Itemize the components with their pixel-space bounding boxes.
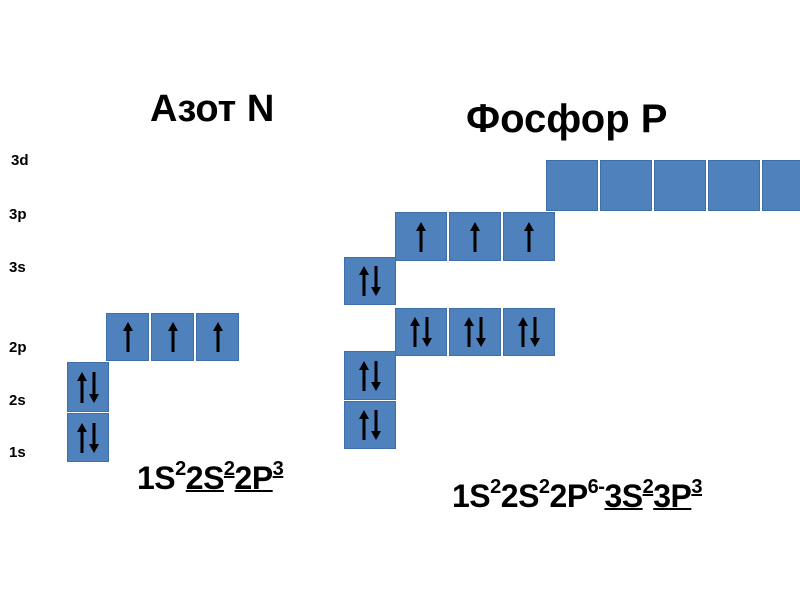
orbital-box-phosphorus-3d-2 [600, 160, 652, 211]
arrow-up-icon [464, 317, 474, 347]
arrow-up-icon [470, 221, 480, 252]
arrow-down-icon [476, 317, 486, 347]
formula-term-nitrogen-2: 2S2 [185, 458, 235, 496]
arrow-down-icon [371, 266, 381, 296]
orbital-box-nitrogen-2p-3 [196, 313, 239, 361]
formula-phosphorus: 1S22S22P6-3S23P3 [452, 476, 702, 515]
formula-orbital: 3S [604, 478, 643, 514]
orbital-box-phosphorus-3s-1 [344, 257, 396, 305]
arrow-up-icon [410, 317, 420, 347]
arrow-down-icon [89, 371, 99, 403]
formula-term-phosphorus-5: 3P3 [653, 476, 702, 514]
formula-electron-count: 3 [272, 458, 284, 480]
arrow-down-icon [89, 422, 99, 453]
formula-orbital: 3P [653, 478, 692, 514]
orbital-box-phosphorus-3p-2 [449, 212, 501, 261]
level-label-3p: 3p [9, 206, 27, 223]
formula-orbital: 2P [234, 460, 274, 496]
arrow-up-icon [518, 317, 528, 347]
formula-orbital: 1S [452, 478, 491, 514]
formula-term-nitrogen-3: 2P3 [234, 458, 284, 496]
orbital-box-nitrogen-2s-1 [67, 362, 109, 412]
level-label-2s: 2s [9, 392, 26, 409]
orbital-box-phosphorus-2s-1 [344, 351, 396, 400]
formula-orbital: 1S [137, 460, 176, 496]
level-label-1s: 1s [9, 444, 26, 461]
arrow-down-icon [422, 317, 432, 347]
level-label-2p: 2p [9, 339, 27, 356]
formula-electron-count: 2 [223, 458, 235, 480]
formula-electron-count: 6- [587, 476, 605, 498]
formula-orbital: 2S [500, 478, 540, 514]
orbital-box-phosphorus-3d-4 [708, 160, 760, 211]
arrow-up-icon [77, 371, 87, 403]
title-phosphorus: Фосфор P [466, 97, 668, 141]
arrow-down-icon [371, 360, 381, 391]
formula-term-phosphorus-1: 1S2 [452, 476, 501, 514]
arrow-up-icon [359, 266, 369, 296]
orbital-box-phosphorus-3d-5 [762, 160, 800, 211]
level-label-3s: 3s [9, 259, 26, 276]
orbital-box-phosphorus-2p-1 [395, 308, 447, 356]
orbital-box-phosphorus-2p-2 [449, 308, 501, 356]
formula-term-phosphorus-2: 2S2 [500, 476, 550, 514]
formula-electron-count: 2 [490, 476, 501, 498]
arrow-up-icon [212, 322, 223, 352]
level-label-3d: 3d [11, 152, 29, 169]
arrow-up-icon [77, 422, 87, 453]
arrow-up-icon [122, 322, 133, 352]
arrow-up-icon [359, 360, 369, 391]
orbital-box-phosphorus-3d-3 [654, 160, 706, 211]
formula-term-phosphorus-3: 2P6- [549, 476, 605, 514]
orbital-box-phosphorus-3d-1 [546, 160, 598, 211]
orbital-box-phosphorus-3p-1 [395, 212, 447, 261]
arrow-down-icon [530, 317, 540, 347]
orbital-box-phosphorus-3p-3 [503, 212, 555, 261]
formula-term-phosphorus-4: 3S2 [604, 476, 654, 514]
orbital-box-nitrogen-1s-1 [67, 413, 109, 462]
formula-orbital: 2S [185, 460, 225, 496]
formula-electron-count: 3 [691, 476, 702, 498]
orbital-box-nitrogen-2p-1 [106, 313, 149, 361]
orbital-box-phosphorus-1s-1 [344, 401, 396, 449]
arrow-up-icon [167, 322, 178, 352]
arrow-up-icon [524, 221, 534, 252]
formula-term-nitrogen-1: 1S2 [137, 458, 186, 496]
orbital-box-nitrogen-2p-2 [151, 313, 194, 361]
orbital-box-phosphorus-2p-3 [503, 308, 555, 356]
formula-electron-count: 2 [538, 476, 550, 498]
arrow-up-icon [359, 410, 369, 440]
arrow-down-icon [371, 410, 381, 440]
formula-electron-count: 2 [175, 458, 186, 480]
title-nitrogen: Азот N [150, 88, 275, 130]
arrow-up-icon [416, 221, 426, 252]
formula-orbital: 2P [549, 478, 589, 514]
formula-electron-count: 2 [642, 476, 654, 498]
formula-nitrogen: 1S22S22P3 [137, 458, 284, 497]
